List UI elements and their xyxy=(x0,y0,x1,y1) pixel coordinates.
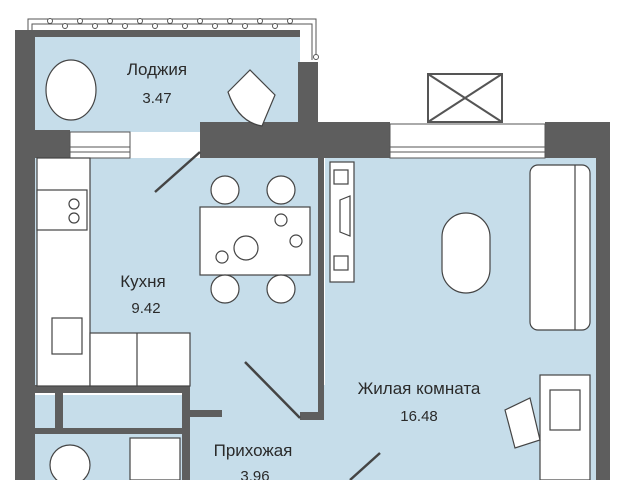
loggia-glazing xyxy=(27,18,319,60)
vent-shaft xyxy=(427,73,503,123)
toilet xyxy=(49,444,91,480)
room-name-loggia: Лоджия xyxy=(126,60,188,79)
stove xyxy=(36,189,88,231)
office-chair xyxy=(504,397,541,449)
room-area-hallway: 3.96 xyxy=(240,468,270,480)
armchair xyxy=(227,69,276,127)
walls xyxy=(15,30,610,480)
room-area-loggia: 3.47 xyxy=(142,90,172,107)
windows xyxy=(69,123,546,159)
coffee-table xyxy=(441,212,491,294)
room-area-living-room: 16.48 xyxy=(400,408,438,425)
room-name-hallway: Прихожая xyxy=(213,441,293,460)
furniture xyxy=(36,59,591,480)
sink xyxy=(51,317,83,355)
room-name-living-room: Жилая комната xyxy=(357,379,481,398)
sofa xyxy=(529,164,591,331)
room-area-kitchen: 9.42 xyxy=(131,300,161,317)
door-swings xyxy=(154,151,381,480)
room-name-kitchen: Кухня xyxy=(120,272,166,291)
loggia-table xyxy=(45,59,97,121)
hallway-floor xyxy=(185,385,325,480)
